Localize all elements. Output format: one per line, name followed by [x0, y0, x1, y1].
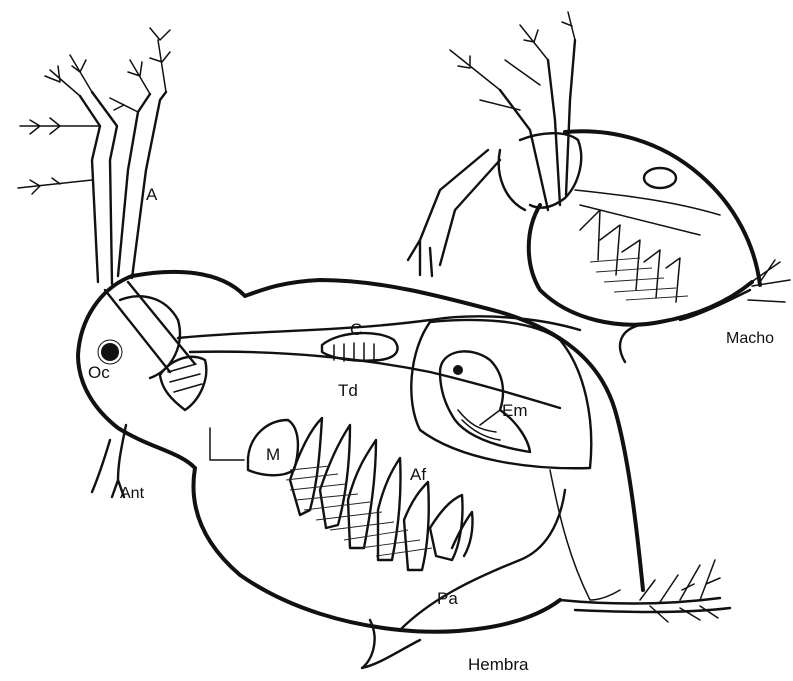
post-abdomen [362, 490, 565, 668]
caption-female: Hembra [468, 655, 529, 674]
label-digestive-tract: Td [338, 381, 358, 400]
label-mandible: M [266, 445, 280, 464]
digestive-tract [178, 316, 580, 408]
male-tail-setae [740, 260, 790, 302]
label-antenna: A [146, 185, 158, 204]
compound-eye [101, 343, 119, 361]
male-post-abdomen [620, 290, 750, 362]
male-carapace [529, 131, 760, 324]
shell-inner-line [550, 470, 620, 600]
leader-lines [210, 410, 500, 460]
male-legs [580, 210, 688, 302]
antenna-shaft-outer [80, 92, 117, 284]
antenna-ring [160, 357, 206, 410]
thoracic-legs [290, 418, 473, 570]
label-antennule: Ant [120, 485, 145, 502]
label-heart: C [350, 320, 362, 339]
male-antenna-setae [450, 12, 575, 110]
male-antennule [408, 150, 500, 276]
label-ocellus-eye: Oc [88, 363, 110, 382]
label-thoracic-legs: Af [410, 465, 426, 484]
female-daphnia [18, 28, 730, 668]
antenna-shaft-inner [118, 92, 166, 278]
male-antenna [500, 40, 575, 210]
embryo-eye [453, 365, 463, 375]
male-heart [644, 168, 676, 188]
male-daphnia [408, 12, 790, 362]
label-post-abdomen: Pa [437, 589, 458, 608]
label-embryo: Em [502, 401, 528, 420]
antenna-ring-lines [168, 364, 202, 392]
caption-male: Macho [726, 330, 774, 347]
